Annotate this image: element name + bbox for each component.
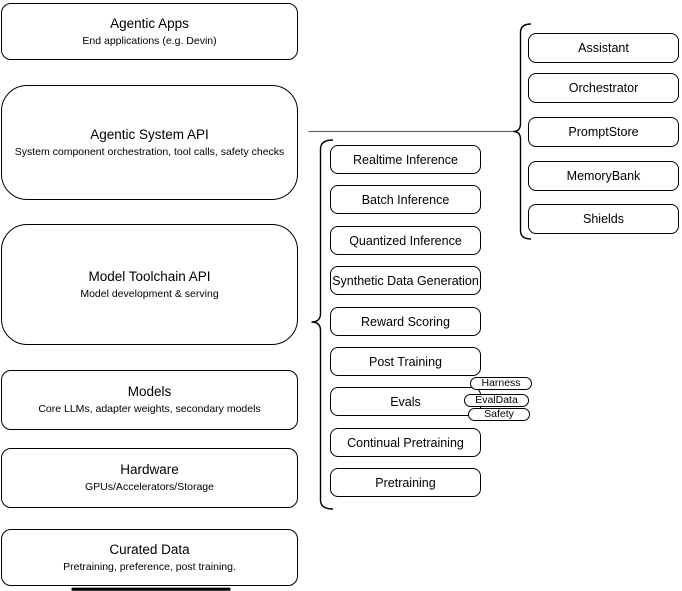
node-reward-scoring: Reward Scoring [330,307,481,336]
node-subtitle: Core LLMs, adapter weights, secondary mo… [38,403,261,415]
node-synthetic-data-generation: Synthetic Data Generation [330,266,481,295]
node-memorybank: MemoryBank [528,161,679,191]
node-curated-data: Curated Data Pretraining, preference, po… [1,529,298,586]
node-agentic-system-api: Agentic System API System component orch… [1,85,298,200]
node-subtitle: System component orchestration, tool cal… [14,145,285,158]
node-continual-pretraining: Continual Pretraining [330,428,481,457]
pill-safety: Safety [468,408,530,421]
node-pretraining: Pretraining [330,468,481,497]
node-model-toolchain-api: Model Toolchain API Model development & … [1,224,298,345]
node-subtitle: Pretraining, preference, post training. [63,560,236,573]
node-title: Hardware [120,462,179,477]
node-title: Models [127,384,172,399]
node-title: Agentic System API [90,126,209,142]
node-subtitle: End applications (e.g. Devin) [82,34,217,47]
node-promptstore: PromptStore [528,117,679,147]
pill-harness: Harness [470,377,532,390]
node-agentic-apps: Agentic Apps End applications (e.g. Devi… [1,3,298,60]
node-realtime-inference: Realtime Inference [330,145,481,174]
node-shields: Shields [528,204,679,234]
node-hardware: Hardware GPUs/Accelerators/Storage [1,448,298,508]
node-models: Models Core LLMs, adapter weights, secon… [1,370,298,430]
node-title: Model Toolchain API [88,268,211,284]
node-subtitle: Model development & serving [80,287,219,300]
node-batch-inference: Batch Inference [330,185,481,214]
node-title: Agentic Apps [110,15,189,31]
node-orchestrator: Orchestrator [528,73,679,103]
node-evals: Evals [330,387,481,416]
node-title: Curated Data [109,541,190,557]
node-subtitle: GPUs/Accelerators/Storage [85,481,214,493]
node-quantized-inference: Quantized Inference [330,226,481,255]
node-post-training: Post Training [330,347,481,376]
node-assistant: Assistant [528,33,679,63]
pill-evaldata: EvalData [464,394,529,407]
